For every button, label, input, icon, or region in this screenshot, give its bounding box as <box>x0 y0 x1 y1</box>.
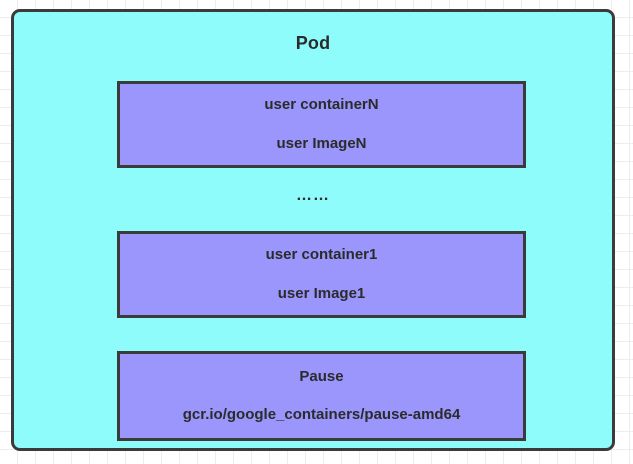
container-image-label: gcr.io/google_containers/pause-amd64 <box>182 406 461 423</box>
container-box-user-container1: user container1 user Image1 <box>117 231 526 318</box>
pod-title: Pod <box>295 33 331 53</box>
container-name-label: user container1 <box>265 246 378 263</box>
pod-container-box: Pod user containerN user ImageN …… user … <box>11 9 615 451</box>
ellipsis-separator: …… <box>296 187 330 204</box>
container-box-user-containerN: user containerN user ImageN <box>117 81 526 168</box>
container-name-label: Pause <box>299 367 344 385</box>
container-image-label: user Image1 <box>277 284 366 302</box>
container-name-label: user containerN <box>264 96 379 113</box>
container-image-label: user ImageN <box>276 134 367 152</box>
container-box-pause: Pause gcr.io/google_containers/pause-amd… <box>117 351 526 441</box>
